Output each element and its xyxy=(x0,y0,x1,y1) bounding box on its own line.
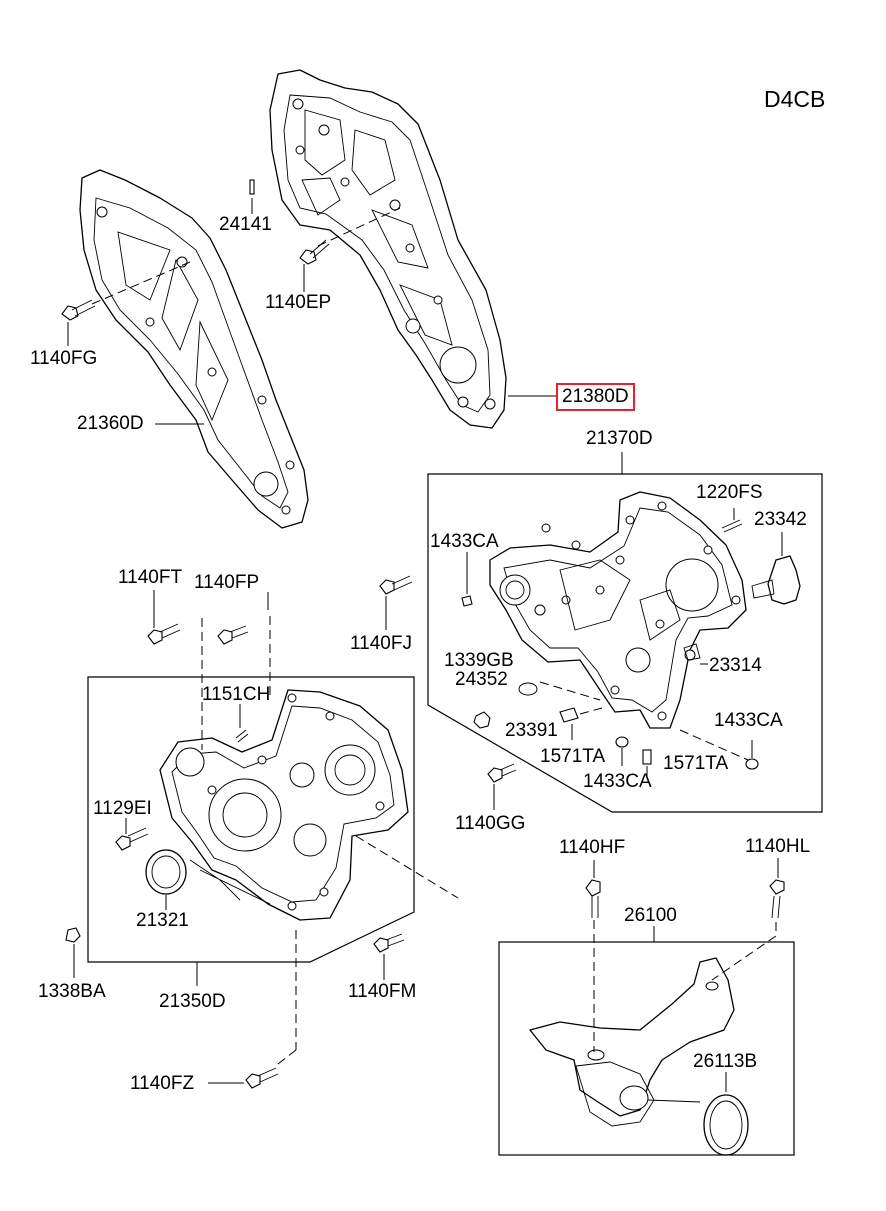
plug-23391 xyxy=(559,707,603,740)
part-label-1220FS[interactable]: 1220FS xyxy=(696,482,763,503)
part-label-1140HL[interactable]: 1140HL xyxy=(745,836,811,857)
bolt-1129EI xyxy=(115,818,149,851)
part-label-1140FZ[interactable]: 1140FZ xyxy=(130,1073,195,1094)
oil-pump-case-21350D xyxy=(159,689,409,921)
part-label-23391[interactable]: 23391 xyxy=(505,720,558,741)
engine-code-label: D4CB xyxy=(764,86,826,112)
part-label-21321[interactable]: 21321 xyxy=(136,910,189,931)
part-label-24352[interactable]: 24352 xyxy=(455,669,508,690)
part-label-1338BA[interactable]: 1338BA xyxy=(38,981,106,1002)
part-label-1140FP[interactable]: 1140FP xyxy=(194,572,260,593)
part-label-1433CA-b[interactable]: 1433CA xyxy=(714,710,783,731)
assembly-box-21350D xyxy=(87,676,415,986)
nut-1338BA xyxy=(65,927,81,978)
bolt-1140HF xyxy=(585,860,601,1052)
part-label-1140GG[interactable]: 1140GG xyxy=(455,813,526,834)
sprocket-26113B xyxy=(703,1072,749,1156)
bolt-1220FS xyxy=(721,508,743,533)
oil-pump-26100 xyxy=(529,957,735,1127)
part-label-1151CH[interactable]: 1151CH xyxy=(202,684,271,705)
gear-case-21370D xyxy=(489,491,747,729)
part-label-24141[interactable]: 24141 xyxy=(219,214,272,235)
nut-1433CA-right xyxy=(679,729,759,770)
part-label-1140FG[interactable]: 1140FG xyxy=(30,348,98,369)
front-timing-cover-21360D xyxy=(79,169,309,529)
part-label-23342[interactable]: 23342 xyxy=(754,509,807,530)
rear-timing-cover-21380D xyxy=(269,69,556,429)
part-label-1339GB[interactable]: 1339GB xyxy=(444,650,514,671)
bolt-1140FJ xyxy=(379,575,413,630)
bolt-1140FT xyxy=(147,590,203,750)
nut-1433CA-left xyxy=(461,552,473,607)
part-label-1571TA-b[interactable]: 1571TA xyxy=(663,753,729,774)
bolt-1140HL xyxy=(711,858,785,981)
washer-24352-nut-1339GB xyxy=(473,681,601,729)
part-label-1140HF[interactable]: 1140HF xyxy=(559,837,626,858)
part-label-1433CA-a[interactable]: 1433CA xyxy=(430,531,499,552)
part-label-1433CA-c[interactable]: 1433CA xyxy=(583,771,652,792)
bolt-1140EP xyxy=(299,207,401,292)
pin-1151CH xyxy=(235,704,249,743)
part-label-21380D-highlighted[interactable]: 21380D xyxy=(556,383,635,411)
bolt-1140FG xyxy=(61,261,191,346)
part-label-1140FJ[interactable]: 1140FJ xyxy=(350,633,412,654)
part-label-1571TA-a[interactable]: 1571TA xyxy=(540,746,606,767)
part-label-26113B[interactable]: 26113B xyxy=(693,1051,758,1072)
stud-23314 xyxy=(683,643,708,665)
part-label-21360D[interactable]: 21360D xyxy=(77,413,144,434)
bolt-1571TA xyxy=(642,749,652,776)
assembly-box-21370D xyxy=(427,452,823,813)
bolt-1140FM xyxy=(295,835,459,1050)
bolt-1140GG xyxy=(487,763,517,810)
part-label-21370D[interactable]: 21370D xyxy=(586,428,653,449)
assembly-box-26100 xyxy=(498,926,795,1156)
idler-gear-23342 xyxy=(751,532,801,605)
part-label-1140EP[interactable]: 1140EP xyxy=(265,292,332,313)
part-label-1140FM[interactable]: 1140FM xyxy=(348,981,417,1002)
nut-1433CA-bottom xyxy=(615,736,629,766)
oil-seal-21321 xyxy=(145,849,187,910)
bolt-1140FZ xyxy=(208,1049,297,1089)
part-label-26100[interactable]: 26100 xyxy=(624,905,677,926)
part-label-23314[interactable]: 23314 xyxy=(709,655,762,676)
part-label-21350D[interactable]: 21350D xyxy=(159,991,226,1012)
bolt-1140FP xyxy=(217,592,271,700)
part-label-1129EI[interactable]: 1129EI xyxy=(93,798,152,819)
part-label-1140FT[interactable]: 1140FT xyxy=(118,567,183,588)
pin-24141 xyxy=(249,179,255,214)
